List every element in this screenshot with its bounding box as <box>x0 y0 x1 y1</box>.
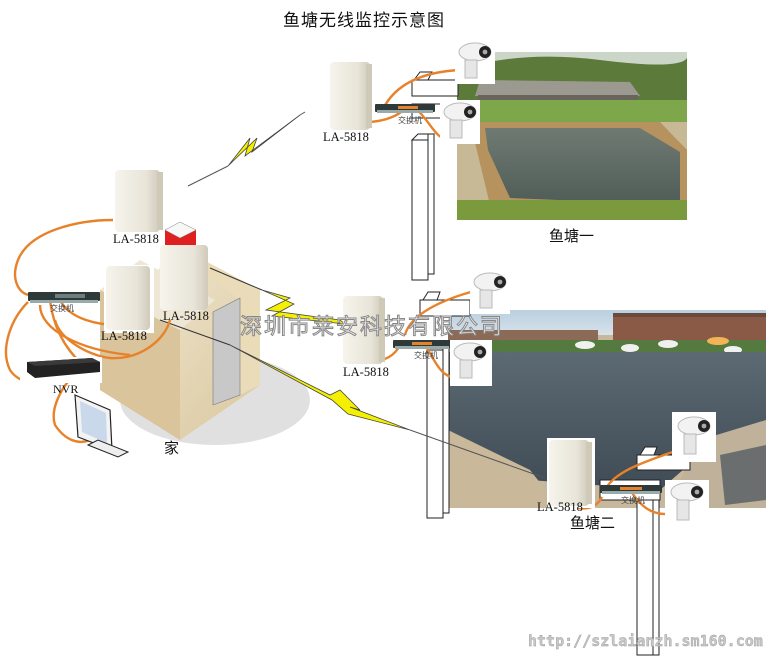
camera-icon <box>665 480 709 526</box>
nvr-device <box>20 357 102 383</box>
pond1-switch <box>375 104 435 113</box>
home-ap-2-label: LA-5818 <box>101 329 147 343</box>
monitor <box>74 394 130 458</box>
lightning-bolt-icon <box>229 344 411 431</box>
relay-ap <box>343 296 385 364</box>
diagram-title: 鱼塘无线监控示意图 <box>283 11 445 30</box>
cables <box>4 68 685 516</box>
cameras <box>440 40 716 526</box>
pond1-photo <box>457 52 687 220</box>
camera-icon <box>450 340 492 386</box>
home-switch-label: 交换机 <box>50 304 74 313</box>
home-ap-2 <box>104 265 154 333</box>
home-ap-1 <box>115 170 163 232</box>
relay-switch <box>393 340 451 349</box>
camera-icon <box>455 40 495 84</box>
pond1-switch-label: 交换机 <box>398 116 422 125</box>
home-ap-3-label: LA-5818 <box>163 309 209 323</box>
home-ap-3 <box>160 245 208 310</box>
pond2-switch-label: 交换机 <box>621 496 645 505</box>
camera-icon <box>672 412 716 462</box>
lightning-bolt-icon <box>261 289 347 325</box>
company-watermark: 深圳市莱安科技有限公司 <box>239 315 505 341</box>
pond2-ap-label: LA-5818 <box>537 500 583 514</box>
relay-switch-label: 交换机 <box>414 351 438 360</box>
camera-icon <box>440 100 480 144</box>
lightning-bolt-icon <box>227 114 301 167</box>
camera-icon <box>470 270 510 314</box>
wireless-links <box>159 111 546 479</box>
pond2-switch <box>600 485 662 494</box>
pond2-label: 鱼塘二 <box>570 516 616 532</box>
nvr-label: NVR <box>53 382 79 396</box>
pond2-ap <box>547 438 595 508</box>
relay-ap-label: LA-5818 <box>343 365 389 379</box>
house <box>100 221 310 445</box>
pond1-ap-label: LA-5818 <box>323 130 369 144</box>
pond1-label: 鱼塘一 <box>549 229 595 245</box>
home-label: 家 <box>164 441 180 457</box>
home-ap-1-label: LA-5818 <box>113 232 159 246</box>
website-url: http://szlaianzh.sm160.com <box>528 632 763 650</box>
home-switch <box>28 292 100 303</box>
pond1-ap <box>330 62 372 130</box>
